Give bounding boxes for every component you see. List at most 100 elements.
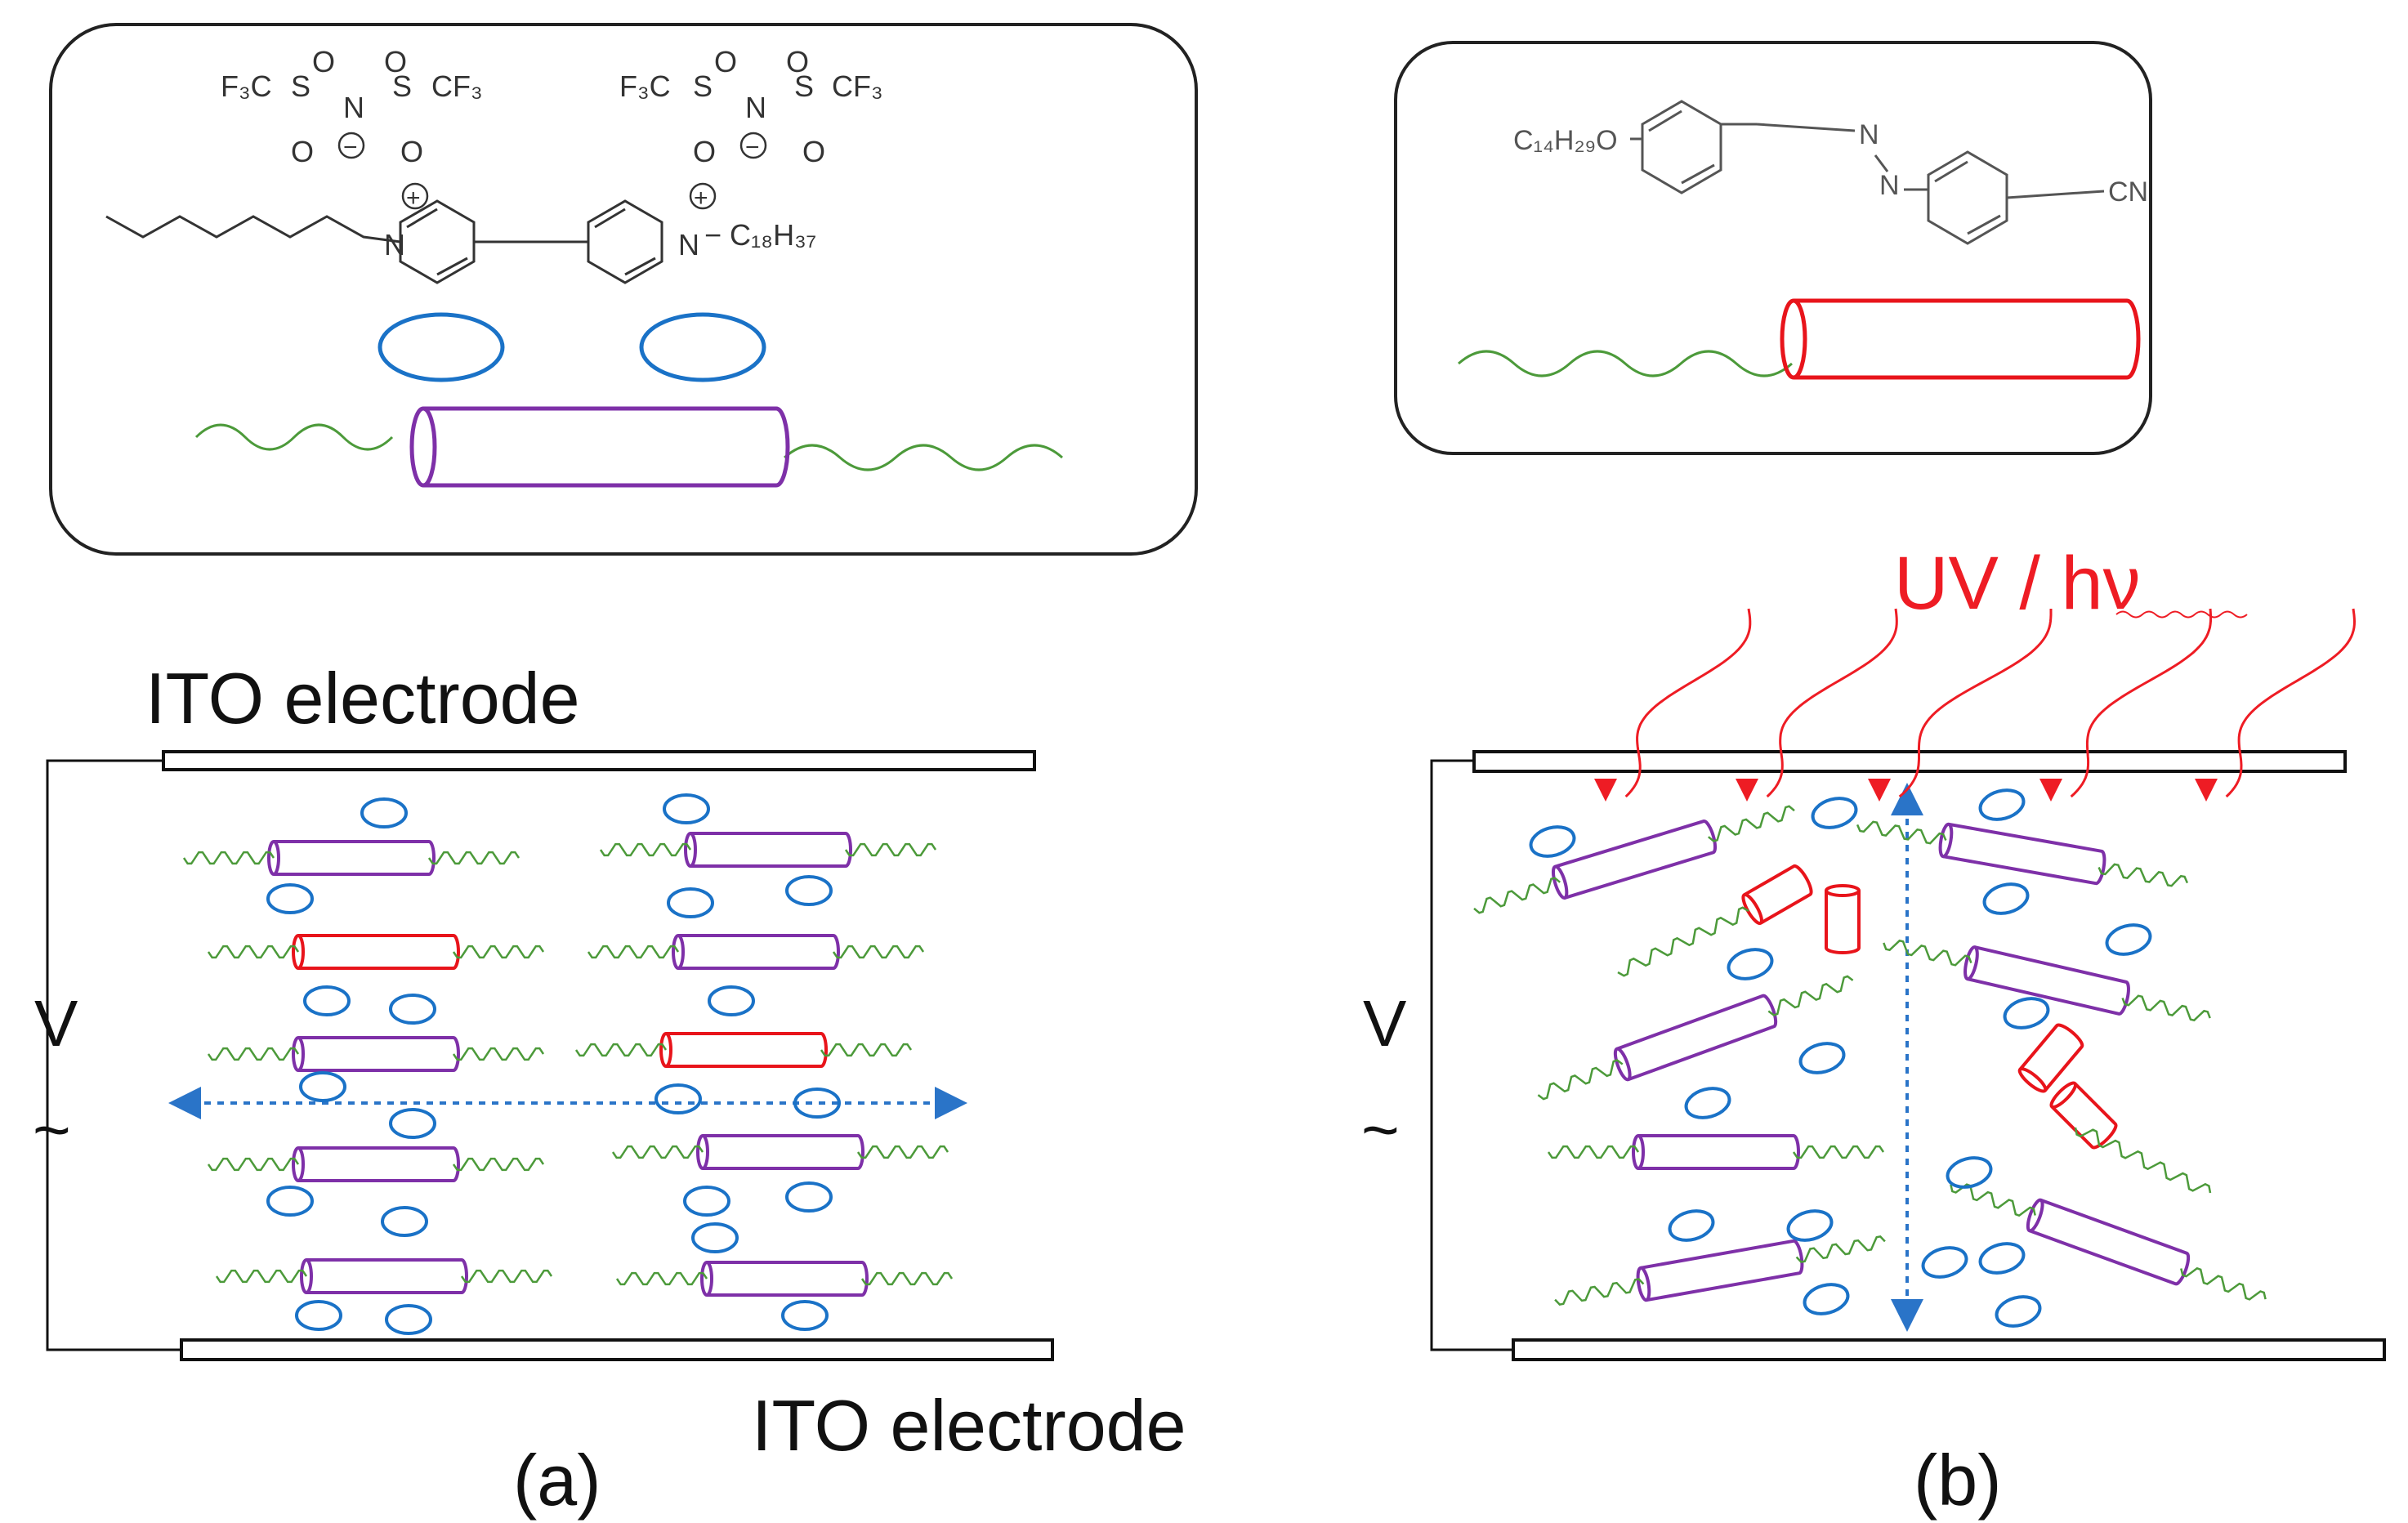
ion-b-14 <box>1803 1283 1850 1315</box>
azo-cis-b-2a-end <box>2017 1067 2048 1093</box>
azo-rod-a-3 <box>292 934 460 970</box>
viologen-rod-b-7 <box>1636 1239 1804 1302</box>
viologen-rod-a-5-end <box>292 1036 305 1072</box>
azo-legend-box: C₁₄H₂₉O N N CN <box>1394 41 2152 455</box>
panel-a-label: (a) <box>513 1440 601 1521</box>
viologen-rod-b-4-chain-right <box>2121 994 2211 1022</box>
viologen-rod-legend <box>409 406 790 488</box>
alkyl-chain-legend-right <box>784 444 1063 471</box>
ito-electrode-bottom-a <box>180 1338 1054 1361</box>
ion-a-13 <box>785 875 833 906</box>
viologen-rod-b-5-body <box>1638 1134 1800 1170</box>
ito-electrode-label-bottom: ITO electrode <box>752 1385 1186 1466</box>
voltage-label-b: V <box>1363 987 1407 1060</box>
chem-n-pyridinium-1: N <box>384 228 405 261</box>
viologen-rod-b-1-body <box>1554 820 1718 900</box>
uv-arrowhead-4 <box>2039 779 2062 802</box>
viologen-structure: F₃C S N S CF₃ O O O O − F₃C S N S CF₃ O … <box>105 45 883 284</box>
uv-arrowhead-1 <box>1594 779 1617 802</box>
viologen-rod-b-4 <box>1963 945 2130 1016</box>
ion-a-4 <box>389 994 436 1025</box>
viologen-rod-b-7-body <box>1640 1239 1804 1302</box>
azo-rod-a-6-end <box>659 1032 672 1068</box>
ion-a-3 <box>303 985 351 1016</box>
chem-plus-2: + <box>694 185 708 212</box>
ion-legend-ellipse-1 <box>378 312 505 382</box>
ion-a-5 <box>299 1071 346 1102</box>
chem-minus-2: − <box>745 134 760 161</box>
viologen-rod-a-8-chain-left <box>611 1145 704 1159</box>
viologen-rod-b-5-chain-right <box>1792 1145 1885 1159</box>
ion-a-6 <box>389 1108 436 1139</box>
viologen-rod-b-4-body <box>1967 945 2130 1016</box>
viologen-rod-b-6 <box>2026 1198 2191 1286</box>
ito-electrode-top-a <box>162 750 1036 771</box>
azo-rod-a-3-end <box>292 934 305 970</box>
azo-rod-a-3-chain-right <box>452 945 545 959</box>
azo-cis-b-2a-body <box>2018 1023 2084 1092</box>
viologen-rod-a-7 <box>292 1146 460 1182</box>
viologen-rod-a-8-body <box>703 1134 864 1170</box>
viologen-rod-a-7-end <box>292 1146 305 1182</box>
ion-b-4 <box>1982 882 2030 915</box>
azo-cis-b-1b-body <box>1825 891 1861 954</box>
uv-photon-4 <box>2070 608 2213 798</box>
azo-cis-b-2b-body <box>2050 1082 2118 1150</box>
azo-rod-legend <box>1780 298 2141 380</box>
viologen-rod-b-3-body <box>1616 994 1778 1082</box>
viologen-rod-b-5-end <box>1632 1134 1645 1170</box>
viologen-rod-b-2-chain-left <box>1856 820 1947 845</box>
ion-b-7 <box>2003 997 2050 1029</box>
viologen-rod-a-5 <box>292 1036 460 1072</box>
azo-structure: C₁₄H₂₉O N N CN <box>1513 100 2148 245</box>
uv-spell-underline <box>2115 610 2248 619</box>
viologen-rod-b-2-body <box>1942 822 2106 886</box>
viologen-rod-b-1-end <box>1551 864 1569 900</box>
ac-symbol-a: ~ <box>33 1093 71 1166</box>
viologen-rod-a-7-body <box>298 1146 460 1182</box>
uv-arrowhead-2 <box>1736 779 1758 802</box>
azo-cis-b-1b <box>1825 884 1861 954</box>
azo-cis-b-1a-body <box>1743 864 1813 925</box>
ion-a-14 <box>708 985 755 1016</box>
viologen-rod-b-6-chain-left <box>1950 1183 2036 1217</box>
uv-arrowhead-3 <box>1868 779 1891 802</box>
ion-b-6 <box>2105 923 2152 956</box>
chem-o-1: O <box>312 45 335 78</box>
chem-minus-1: − <box>343 134 358 161</box>
viologen-rod-a-9-end <box>300 1258 313 1294</box>
ion-a-11 <box>663 793 710 824</box>
plus-charge-circle-2 <box>689 182 717 210</box>
chem-f3c-right: F₃C <box>619 69 671 103</box>
minus-charge-circle-2 <box>739 132 767 159</box>
chem-o-6: O <box>693 135 716 168</box>
viologen-rod-b-3-chain-left <box>1537 1059 1624 1101</box>
ion-b-10 <box>1786 1209 1834 1242</box>
chem-plus-1: + <box>406 185 421 212</box>
ion-b-15 <box>1978 1242 2026 1275</box>
viologen-rod-b-2-chain-right <box>2098 863 2189 887</box>
viologen-rod-a-4-chain-left <box>587 945 680 959</box>
viologen-rod-b-5-chain-left <box>1547 1145 1640 1159</box>
viologen-rod-a-4-chain-right <box>832 945 925 959</box>
azo-rod-a-6-chain-right <box>820 1043 913 1057</box>
ion-b-11 <box>1946 1156 1993 1189</box>
chem-n-azo-1: N <box>1859 119 1879 150</box>
viologen-rod-a-5-body <box>298 1036 460 1072</box>
viologen-rod-a-2-end <box>684 832 697 868</box>
viologen-rod-b-7-chain-left <box>1554 1278 1645 1306</box>
viologen-rod-a-9-chain-left <box>215 1269 308 1284</box>
azo-cis-b-1b-end <box>1825 884 1861 897</box>
panel-a: ITO electrode V ~ ITO electrode (a) <box>33 658 1186 1521</box>
ion-a-1 <box>360 797 408 828</box>
alkyl-chain-legend-left <box>194 423 394 451</box>
azo-rod-a-6-chain-left <box>574 1043 668 1057</box>
ion-b-12 <box>1921 1246 1968 1279</box>
viologen-rod-a-8-end <box>696 1134 709 1170</box>
viologen-rod-a-9 <box>300 1258 468 1294</box>
ion-b-9 <box>1684 1087 1731 1119</box>
viologen-rod-a-8-chain-right <box>856 1145 949 1159</box>
ion-b-3 <box>1978 788 2026 821</box>
ion-b-1 <box>1529 825 1576 858</box>
